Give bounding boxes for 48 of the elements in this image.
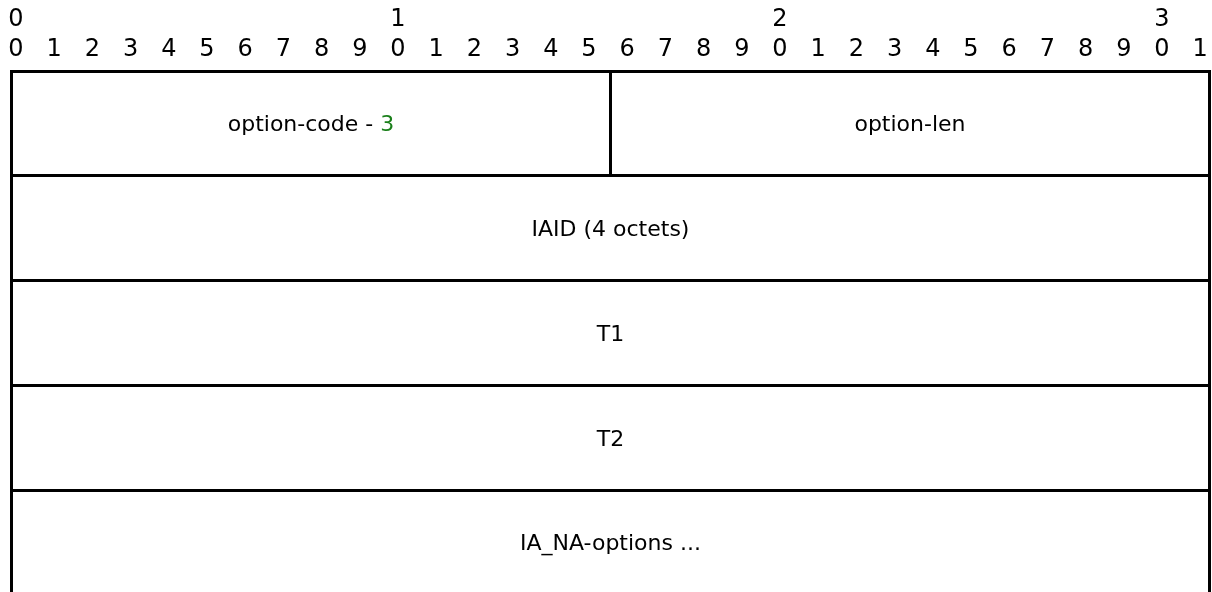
bit-number: 1 xyxy=(810,34,826,62)
bit-number: 9 xyxy=(1116,34,1132,62)
bit-number: 6 xyxy=(237,34,253,62)
field-box xyxy=(10,384,1211,492)
field-name: T2 xyxy=(596,425,625,451)
bit-number: 4 xyxy=(543,34,559,62)
bit-number: 2 xyxy=(84,34,101,62)
bit-number: 7 xyxy=(275,34,292,62)
field-name: option-len xyxy=(854,111,966,136)
bit-tens-number: 2 xyxy=(772,4,788,32)
bit-number: 3 xyxy=(122,34,139,62)
bit-number: 0 xyxy=(772,34,788,62)
bit-number: 9 xyxy=(734,34,750,62)
bit-number: 7 xyxy=(657,34,674,62)
field-box xyxy=(10,70,612,177)
bit-number: 8 xyxy=(1077,34,1094,62)
bit-number: 1 xyxy=(428,34,444,62)
bit-number: 1 xyxy=(1192,34,1208,62)
bit-number: 2 xyxy=(848,34,865,62)
field-name: IA_NA-options ... xyxy=(520,529,701,555)
bit-number: 2 xyxy=(466,34,483,62)
bit-number: 5 xyxy=(581,34,597,62)
bit-number: 8 xyxy=(313,34,330,62)
field-name: option-code - 3 xyxy=(227,111,395,136)
field-box xyxy=(10,279,1211,387)
bit-number: 3 xyxy=(504,34,521,62)
bit-number: 8 xyxy=(695,34,712,62)
field-box xyxy=(10,174,1211,282)
bit-number: 0 xyxy=(8,34,24,62)
field-box xyxy=(609,70,1211,177)
field-name: IAID (4 octets) xyxy=(531,215,690,241)
field-name: T1 xyxy=(596,320,625,346)
bit-tens-number: 1 xyxy=(390,4,406,32)
bit-number: 4 xyxy=(161,34,177,62)
bit-number: 9 xyxy=(352,34,368,62)
bit-number: 6 xyxy=(1001,34,1017,62)
bit-tens-number: 3 xyxy=(1154,4,1170,32)
bit-number: 4 xyxy=(925,34,941,62)
bit-number: 6 xyxy=(619,34,635,62)
bit-tens-number: 0 xyxy=(8,4,24,32)
bit-number: 1 xyxy=(46,34,62,62)
bit-number: 5 xyxy=(199,34,215,62)
bit-number: 0 xyxy=(390,34,406,62)
bit-number: 3 xyxy=(886,34,903,62)
bit-number: 7 xyxy=(1039,34,1056,62)
field-box xyxy=(10,489,1211,592)
bit-number: 0 xyxy=(1154,34,1170,62)
bit-number: 5 xyxy=(963,34,979,62)
